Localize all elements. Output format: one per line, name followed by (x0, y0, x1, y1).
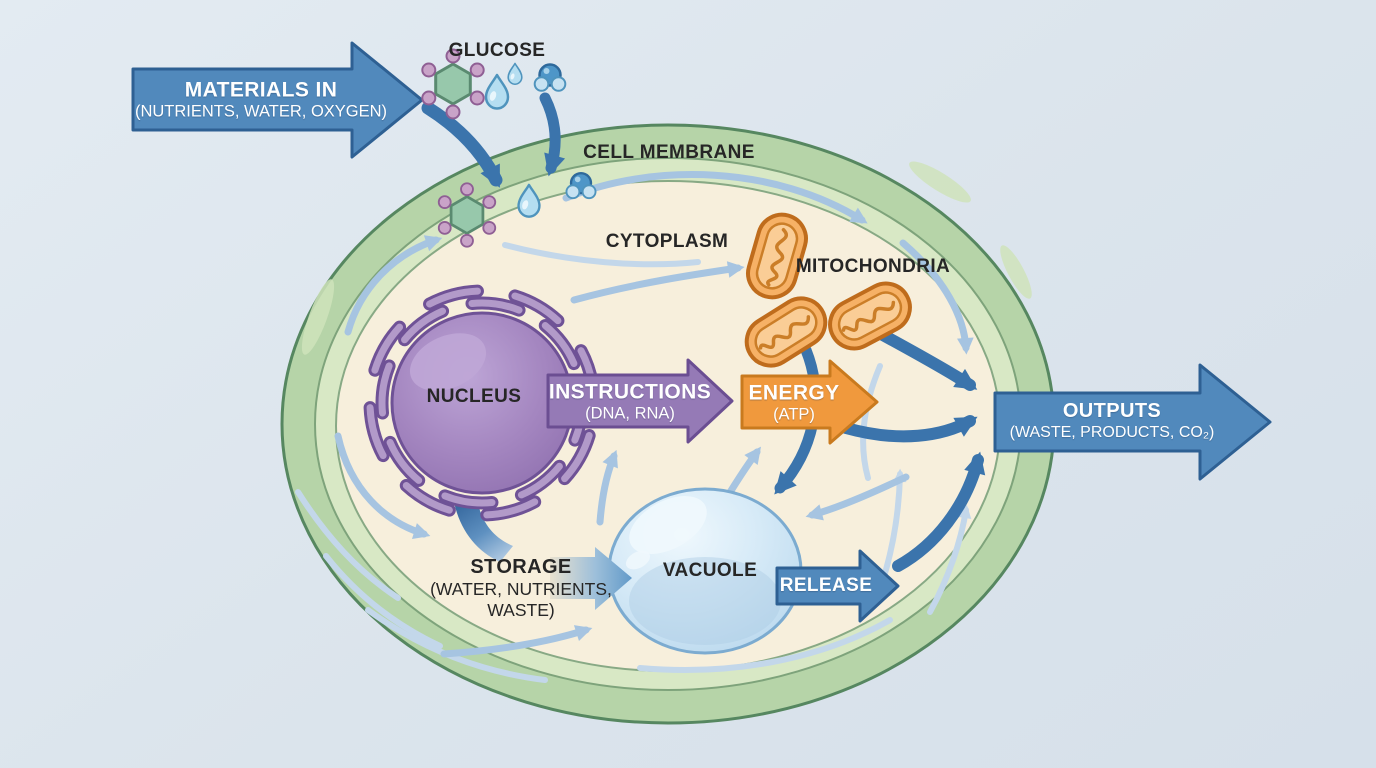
membrane-highlight-streak (301, 279, 335, 355)
entry-flow-arrow (539, 92, 566, 177)
instructions-arrow (546, 358, 734, 444)
materials-in-label: MATERIALS IN (NUTRIENTS, WATER, OXYGEN) (135, 79, 387, 122)
materials-in-subtitle: (NUTRIENTS, WATER, OXYGEN) (134, 102, 388, 121)
instructions-label: INSTRUCTIONS (DNA, RNA) (549, 381, 711, 424)
release-label: RELEASE (780, 574, 873, 598)
storage-arrow (550, 547, 632, 610)
nucleus-label: NUCLEUS (426, 386, 522, 407)
storage-subtitle: (WATER, NUTRIENTS, (430, 579, 612, 599)
energy-arrow (740, 359, 879, 445)
outputs-subtitle: (WASTE, PRODUCTS, CO₂) (1009, 424, 1215, 441)
energy-title: ENERGY (748, 381, 840, 405)
release-arrow (775, 549, 900, 623)
release-title: RELEASE (779, 575, 873, 596)
materials-in-title: MATERIALS IN (184, 78, 338, 102)
energy-subtitle: (ATP) (773, 405, 815, 424)
water-droplet-icon (484, 73, 510, 110)
vacuole-label: VACUOLE (662, 560, 758, 581)
mitochondria-label: MITOCHONDRIA (795, 256, 951, 277)
outputs-title: OUTPUTS (1062, 400, 1162, 422)
nucleus-to-storage-ribbon (454, 499, 513, 562)
outputs-label: OUTPUTS (WASTE, PRODUCTS, CO₂) (1010, 400, 1215, 442)
cytoplasm-swirls (334, 171, 974, 658)
storage-subtitle: WASTE) (487, 599, 555, 620)
water-molecule-icon (533, 63, 567, 93)
cytoplasm-label: CYTOPLASM (605, 231, 729, 252)
energy-label: ENERGY (ATP) (748, 382, 839, 425)
storage-label: STORAGE (WATER, NUTRIENTS, WASTE) (430, 556, 612, 620)
outputs-arrow (993, 363, 1272, 481)
membrane-highlight-streak (909, 161, 971, 203)
converge-output-arrow (892, 451, 986, 572)
materials-in-arrow (131, 41, 424, 159)
membrane-highlight-streak (1000, 245, 1032, 299)
converge-output-arrow (840, 415, 978, 443)
instructions-subtitle: (DNA, RNA) (585, 404, 675, 423)
storage-title: STORAGE (470, 556, 572, 578)
glucose-label: GLUCOSE (448, 40, 546, 61)
instructions-title: INSTRUCTIONS (548, 380, 712, 404)
cell-membrane-label: CELL MEMBRANE (583, 142, 755, 163)
water-droplet-icon (507, 62, 523, 86)
entry-flow-arrow (421, 101, 503, 188)
